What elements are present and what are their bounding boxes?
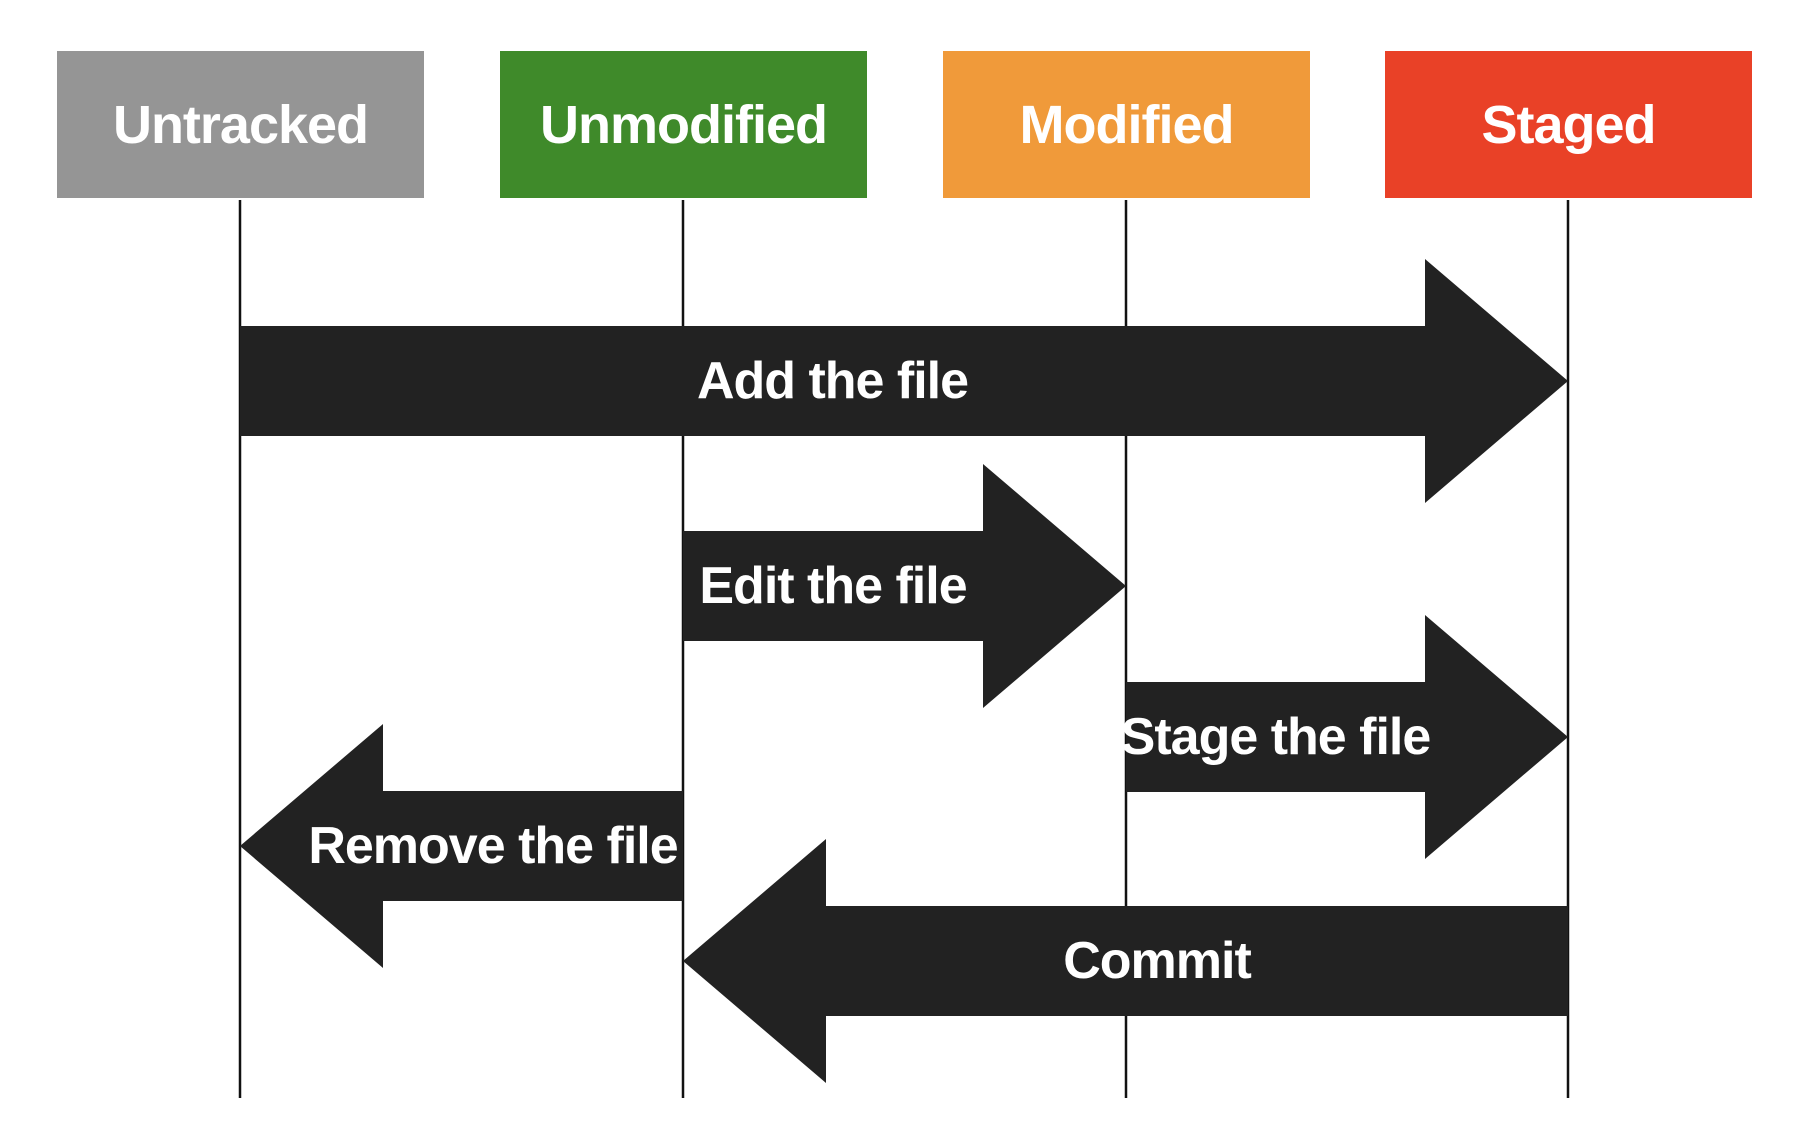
arrow-add-the-file-label: Add the file (697, 352, 968, 410)
arrow-commit-label: Commit (1063, 932, 1251, 990)
state-unmodified: Unmodified (500, 51, 867, 198)
arrow-remove-the-file: Remove the file (240, 724, 683, 968)
state-staged: Staged (1385, 51, 1752, 198)
state-modified: Modified (943, 51, 1310, 198)
arrow-stage-the-file-shape (1126, 615, 1568, 859)
arrow-edit-the-file: Edit the file (683, 464, 1126, 708)
state-untracked: Untracked (57, 51, 424, 198)
transition-arrows: Add the file Edit the file Stage the fil… (240, 259, 1568, 1083)
arrow-remove-the-file-label: Remove the file (308, 817, 677, 875)
arrow-stage-the-file-label: Stage the file (1121, 708, 1431, 766)
arrow-edit-the-file-label: Edit the file (699, 557, 966, 615)
arrow-edit-the-file-shape (683, 464, 1126, 708)
arrow-commit-shape (683, 839, 1568, 1083)
arrow-remove-the-file-shape (240, 724, 683, 968)
arrow-add-the-file: Add the file (240, 259, 1568, 503)
arrow-add-the-file-shape (240, 259, 1568, 503)
arrow-stage-the-file: Stage the file (1121, 615, 1568, 859)
arrow-commit: Commit (683, 839, 1568, 1083)
